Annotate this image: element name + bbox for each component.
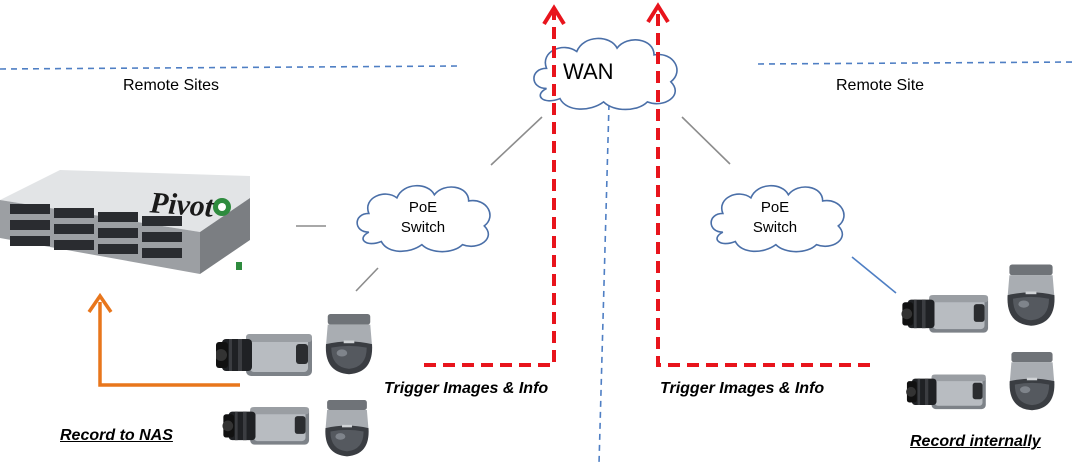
poe-left-line1: PoE (408, 199, 438, 216)
dome-camera-icon (1007, 264, 1055, 326)
trigger-arrowhead-left (542, 4, 566, 26)
record-to-nas-path (87, 292, 240, 387)
nas-drive-bays (10, 204, 182, 258)
poe-right-line1: PoE (760, 199, 790, 216)
trigger-arrowhead-right (646, 2, 670, 24)
connector-poe-cameras-right (851, 256, 897, 294)
box-camera-icon (216, 334, 312, 376)
box-camera-icon (906, 374, 986, 410)
poe-switch-right-label: PoE Switch (730, 198, 820, 238)
box-camera-icon (222, 407, 310, 445)
trigger-path-left (424, 12, 556, 367)
wan-label: WAN (563, 59, 614, 84)
dome-camera-icon (325, 314, 373, 375)
record-arrowhead (87, 292, 113, 313)
nas-logo-inner (218, 203, 226, 211)
divider-right (757, 61, 1076, 65)
trigger-path-right (656, 12, 870, 367)
site-divider-lines (0, 61, 1076, 464)
poe-left-line2: Switch (400, 219, 446, 236)
dome-camera-icon (1009, 352, 1055, 411)
poe-right-line2: Switch (752, 219, 798, 236)
divider-left (0, 65, 459, 70)
poe-switch-left-label: PoE Switch (378, 198, 468, 238)
record-nas-label: Record to NAS (60, 427, 173, 444)
connector-wan-poe-left (490, 116, 543, 166)
trigger-left-label: Trigger Images & Info (384, 380, 549, 397)
network-connectors (296, 116, 897, 294)
trigger-paths (424, 2, 870, 367)
dome-camera-icon (325, 400, 369, 457)
record-arrow-line (98, 302, 240, 387)
record-internally-label: Record internally (910, 433, 1041, 450)
remote-site-right-label: Remote Site (836, 77, 925, 94)
remote-sites-left-label: Remote Sites (123, 77, 220, 94)
box-camera-icon (901, 295, 989, 333)
nas-server-icon: Pivot (0, 170, 250, 274)
connector-poe-cameras-left (355, 267, 379, 292)
connector-wan-poe-right (681, 116, 731, 165)
nas-status-led (236, 262, 242, 270)
nas-brand-label: Pivot (148, 186, 216, 224)
divider-center (598, 103, 610, 464)
trigger-right-label: Trigger Images & Info (660, 380, 825, 397)
